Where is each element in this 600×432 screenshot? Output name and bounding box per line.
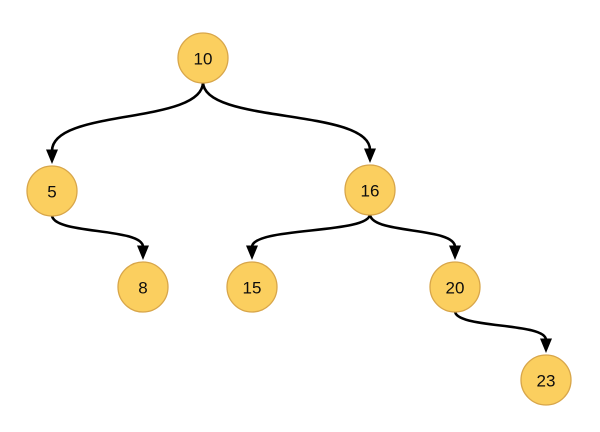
edge-arrowhead-icon [246,245,258,260]
tree-edge [50,213,145,249]
edge-layer [46,80,552,353]
tree-node-label: 15 [243,279,262,298]
tree-node[interactable]: 16 [344,164,396,216]
edge-arrowhead-icon [540,338,552,353]
tree-node-label: 23 [537,372,556,391]
tree-edge [453,309,548,342]
tree-node-circle[interactable] [117,261,169,313]
tree-node-label: 8 [138,279,147,298]
tree-node-circle[interactable] [344,164,396,216]
tree-node-circle[interactable] [520,354,572,406]
tree-node-label: 5 [47,183,56,202]
edge-arrowhead-icon [364,148,376,163]
tree-edge [201,80,372,152]
tree-node-circle[interactable] [177,32,229,84]
node-layer: 10 5 16 8 15 20 23 [26,32,572,406]
tree-node-label: 10 [194,50,213,69]
tree-edge [50,80,205,153]
tree-node[interactable]: 23 [520,354,572,406]
edge-arrowhead-icon [449,245,461,260]
tree-node[interactable]: 15 [226,261,278,313]
tree-node[interactable]: 5 [26,165,78,217]
tree-node-label: 16 [361,182,380,201]
edge-arrowhead-icon [137,245,149,260]
edge-arrowhead-icon [46,149,58,164]
tree-node-circle[interactable] [226,261,278,313]
tree-node[interactable]: 10 [177,32,229,84]
tree-node[interactable]: 8 [117,261,169,313]
tree-edge [250,212,372,249]
tree-edge [368,212,457,249]
tree-node-circle[interactable] [26,165,78,217]
tree-node[interactable]: 20 [429,261,481,313]
tree-node-label: 20 [446,279,465,298]
tree-node-circle[interactable] [429,261,481,313]
